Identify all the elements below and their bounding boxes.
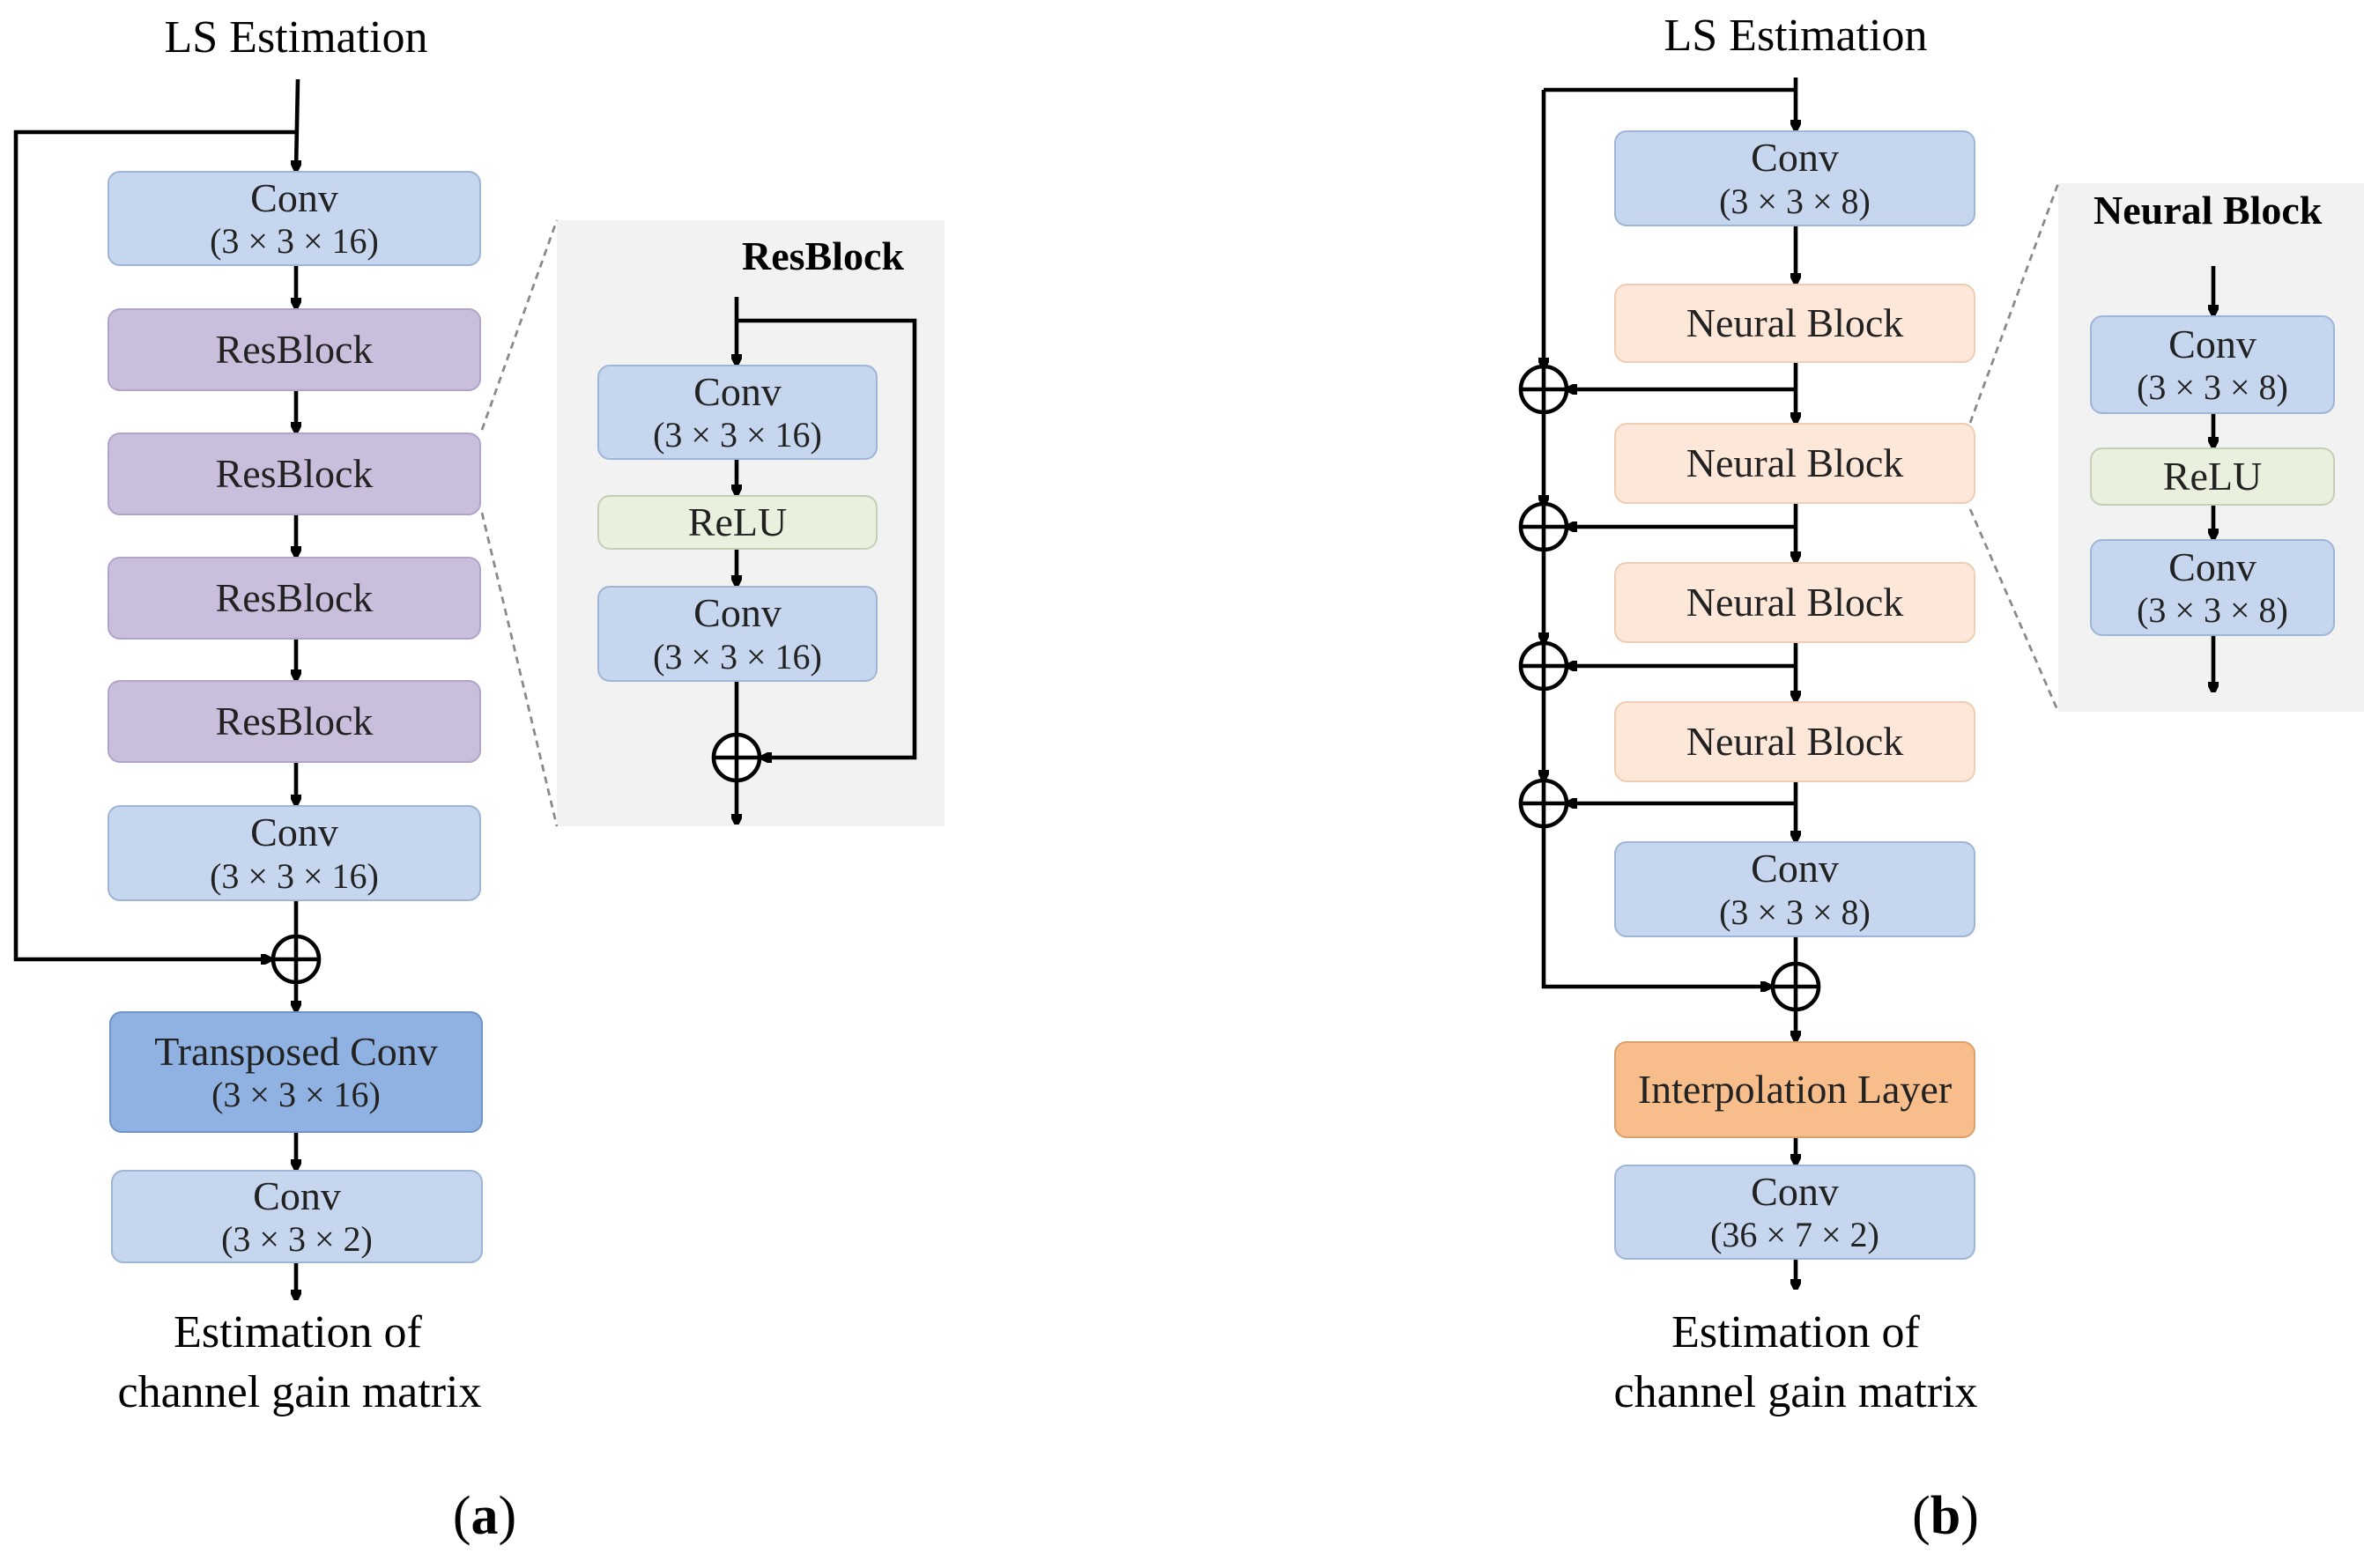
block-name: Neural Block [1686,718,1904,764]
block-name: Neural Block [1686,440,1904,485]
diagram-b-output-label-line1: Estimation of [1671,1307,1920,1357]
diagram-b-interpolation-layer: Interpolation Layer [1614,1041,1975,1138]
resblock-detail-conv-1: Conv (3 × 3 × 16) [597,365,878,460]
diagram-a-conv-1: Conv (3 × 3 × 16) [107,171,481,266]
block-name: ResBlock [215,574,374,620]
diagram-b-neural-block-3: Neural Block [1614,562,1975,643]
block-name: ReLU [687,499,788,544]
diagram-a-arrows [296,78,298,1298]
block-name: Conv [1751,1168,1839,1214]
diagram-b-neural-block-4: Neural Block [1614,701,1975,782]
diagram-b-conv-1: Conv (3 × 3 × 8) [1614,130,1975,226]
block-name: Neural Block [1686,579,1904,625]
block-dims: (3 × 3 × 16) [210,221,379,262]
diagram-a-transposed-conv: Transposed Conv (3 × 3 × 16) [109,1011,483,1133]
block-name: Neural Block [1686,300,1904,345]
diagram-a-input-label: LS Estimation [164,12,428,63]
caption-letter: a [471,1486,499,1546]
block-name: Conv [2168,321,2257,366]
neural-block-detail-relu: ReLU [2090,447,2335,506]
block-dims: (3 × 3 × 16) [210,855,379,896]
resblock-detail-title: ResBlock [742,233,904,278]
diagram-b-conv-2: Conv (3 × 3 × 8) [1614,841,1975,937]
neural-block-detail-conv-1: Conv (3 × 3 × 8) [2090,315,2335,414]
block-name: Conv [250,174,338,220]
resblock-detail-conv-2: Conv (3 × 3 × 16) [597,586,878,682]
block-name: ReLU [2162,453,2263,499]
diagram-b-sum-node-2 [1518,501,1569,552]
diagram-b-conv-output: Conv (36 × 7 × 2) [1614,1165,1975,1260]
block-name: Conv [693,590,782,636]
block-name: Conv [250,810,338,855]
block-dims: (36 × 7 × 2) [1710,1215,1879,1255]
block-dims: (3 × 3 × 8) [1719,181,1871,221]
diagram-a-resblock-3: ResBlock [107,557,481,640]
block-dims: (3 × 3 × 8) [2137,590,2288,631]
diagram-a-conv-output: Conv (3 × 3 × 2) [111,1170,483,1263]
diagram-a-global-skip [13,129,296,959]
neural-block-detail-title: Neural Block [2094,188,2323,233]
diagram-a-output-label-line1: Estimation of [174,1307,422,1357]
diagram-b-caption: (b) [1912,1486,1979,1546]
block-name: ResBlock [215,698,374,743]
diagram-a-output-label-line2: channel gain matrix [117,1367,482,1417]
diagram-b-sum-node-1 [1518,364,1569,415]
block-name: Transposed Conv [154,1028,438,1074]
diagram-b-output-label-line2: channel gain matrix [1613,1367,1978,1417]
block-dims: (3 × 3 × 2) [221,1219,373,1260]
diagram-b-neural-block-1: Neural Block [1614,284,1975,363]
diagram-a-conv-2: Conv (3 × 3 × 16) [107,805,481,901]
block-dims: (3 × 3 × 16) [653,636,822,677]
diagram-a-resblock-1: ResBlock [107,308,481,391]
block-name: Conv [1751,135,1839,181]
diagram-b-sum-node-3 [1518,640,1569,692]
block-name: Interpolation Layer [1637,1066,1953,1112]
diagram-a-caption: (a) [452,1486,517,1546]
block-name: Conv [253,1172,341,1218]
diagram-b-input-label: LS Estimation [1664,11,1928,61]
block-name: ResBlock [215,326,374,372]
resblock-sum-node [711,732,762,783]
block-dims: (3 × 3 × 16) [653,415,822,455]
diagram-a-resblock-2: ResBlock [107,433,481,515]
diagram-a-sum-node [270,934,322,985]
block-dims: (3 × 3 × 8) [2137,367,2288,408]
diagram-b-neural-block-2: Neural Block [1614,423,1975,504]
block-name: Conv [1751,846,1839,891]
resblock-detail-relu: ReLU [597,495,878,550]
block-name: Conv [2168,544,2257,589]
diagram-a-resblock-4: ResBlock [107,680,481,763]
diagram-b-sum-node-final [1770,961,1821,1012]
caption-letter: b [1930,1486,1961,1546]
block-name: Conv [693,368,782,414]
block-name: ResBlock [215,450,374,496]
block-dims: (3 × 3 × 16) [211,1075,381,1115]
diagram-b-sum-node-4 [1518,778,1569,829]
neural-block-detail-conv-2: Conv (3 × 3 × 8) [2090,539,2335,636]
block-dims: (3 × 3 × 8) [1719,891,1871,932]
